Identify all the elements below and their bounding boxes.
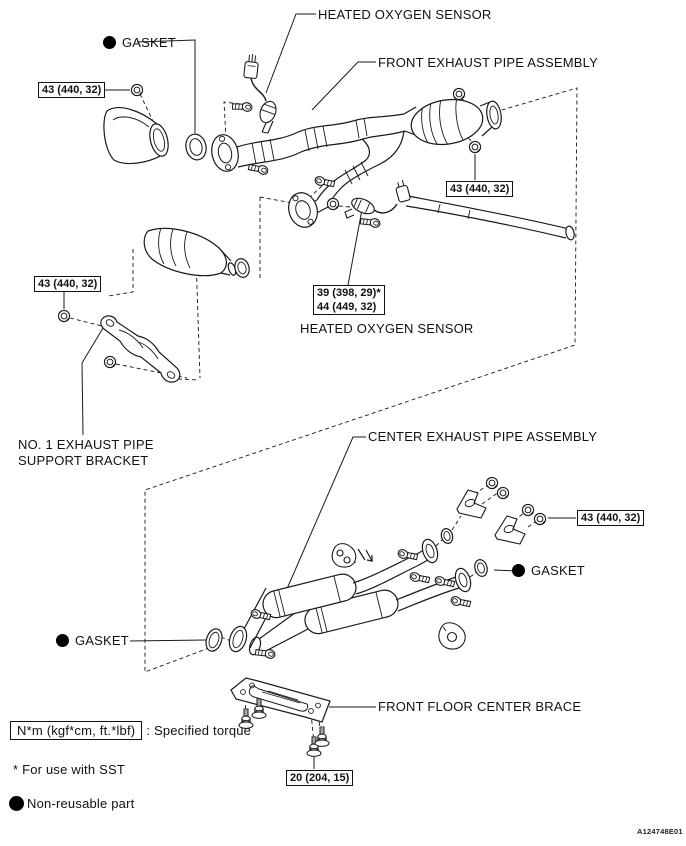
- label-center-exhaust-pipe-assembly: CENTER EXHAUST PIPE ASSEMBLY: [368, 429, 598, 444]
- gasket-ring-top: [185, 133, 207, 161]
- gasket-ring-center-left: [205, 628, 223, 652]
- front-pipe-branch-flange: [288, 192, 318, 228]
- catalytic-converter-front: [403, 98, 502, 146]
- torque-box-floor-brace: 20 (204, 15): [286, 770, 354, 786]
- label-heated-oxygen-sensor-mid: HEATED OXYGEN SENSOR: [300, 321, 474, 336]
- front-exhaust-pipe: [236, 113, 575, 241]
- front-pipe-inlet-flange: [211, 134, 239, 172]
- legend-torque-unit-box: N*m (kgf*cm, ft.*lbf): [10, 721, 143, 740]
- front-floor-center-brace: [230, 677, 331, 723]
- oxygen-sensor-2: [344, 179, 411, 219]
- label-gasket-center-left: GASKET: [56, 633, 129, 648]
- gasket-bullet-icon: [103, 36, 116, 49]
- label-front-exhaust-pipe-assembly: FRONT EXHAUST PIPE ASSEMBLY: [378, 55, 598, 70]
- catalytic-converter-rear: [143, 227, 250, 278]
- label-heated-oxygen-sensor-top: HEATED OXYGEN SENSOR: [318, 7, 492, 22]
- oxygen-sensor-1: [243, 54, 277, 134]
- rear-pipe-stub: [103, 107, 169, 165]
- label-no1-line1: NO. 1 EXHAUST PIPE: [18, 437, 154, 452]
- gasket-bullet-icon: [56, 634, 69, 647]
- legend-non-reusable: Non-reusable part: [9, 796, 134, 811]
- torque-box-front-flange-left: 43 (440, 32): [38, 82, 106, 98]
- legend-torque-caption: : Specified torque: [146, 723, 252, 738]
- label-gasket-left-text: GASKET: [75, 633, 129, 648]
- label-no1-line2: SUPPORT BRACKET: [18, 452, 149, 468]
- label-gasket-center-right: GASKET: [512, 563, 585, 578]
- label-gasket-top-text: GASKET: [122, 35, 176, 50]
- legend-torque-spec: N*m (kgf*cm, ft.*lbf): Specified torque: [10, 721, 251, 740]
- no1-support-bracket: [100, 315, 181, 383]
- gasket-ring-center-right: [440, 528, 488, 577]
- torque-oxygen-sensor-line2: 44 (449, 32): [317, 301, 377, 313]
- label-gasket-right-text: GASKET: [531, 563, 585, 578]
- torque-box-support-bracket: 43 (440, 32): [34, 276, 102, 292]
- legend-non-reusable-text: Non-reusable part: [27, 796, 135, 811]
- legend-sst-note: * For use with SST: [13, 762, 125, 777]
- exhaust-hanger-rear: [438, 622, 466, 650]
- gasket-bullet-icon: [512, 564, 525, 577]
- label-gasket-top: GASKET: [103, 35, 176, 50]
- figure-code: A124748E01: [637, 827, 683, 836]
- label-no1-support-bracket: NO. 1 EXHAUST PIPE SUPPORT BRACKET: [18, 437, 154, 468]
- center-pipe-brackets: [456, 489, 526, 545]
- non-reusable-bullet-icon: [9, 796, 24, 811]
- torque-box-oxygen-sensor: 39 (398, 29)* 44 (449, 32): [313, 285, 385, 315]
- label-front-floor-center-brace: FRONT FLOOR CENTER BRACE: [378, 699, 582, 714]
- torque-box-center-pipe-bracket: 43 (440, 32): [577, 510, 645, 526]
- center-exhaust-pipes: [228, 538, 472, 656]
- torque-box-front-flange-right: 43 (440, 32): [446, 181, 514, 197]
- direction-arrow: [357, 548, 374, 562]
- exhaust-hanger-front: [331, 543, 357, 568]
- torque-oxygen-sensor-line1: 39 (398, 29)*: [317, 287, 381, 299]
- leader-lines: [63, 13, 576, 769]
